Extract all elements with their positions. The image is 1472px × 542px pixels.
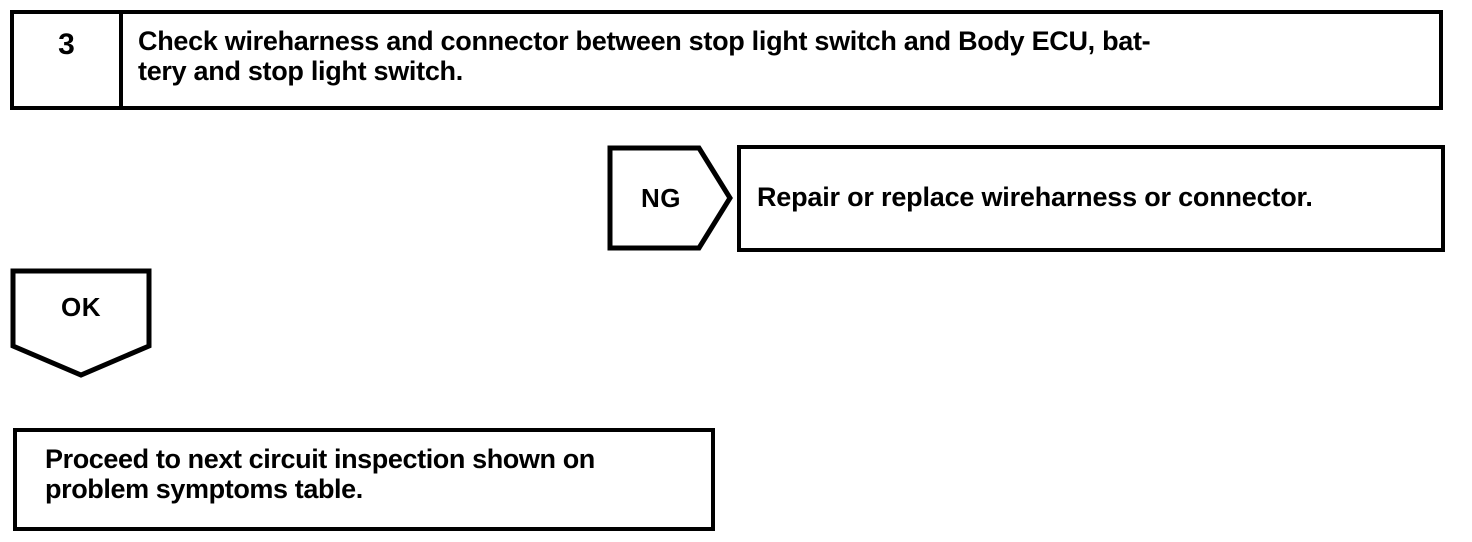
ng-branch-tag: NG	[607, 145, 733, 251]
ok-branch-tag: OK	[10, 268, 152, 378]
final-result-line-2: problem symptoms table.	[45, 474, 363, 505]
step-row: 3 Check wireharness and connector betwee…	[10, 10, 1443, 110]
ok-tag-label: OK	[61, 291, 101, 322]
step-instruction-text: Check wireharness and connector between …	[138, 26, 1426, 86]
ng-result-box: Repair or replace wireharness or connect…	[737, 145, 1445, 252]
step-number-cell: 3	[14, 14, 123, 106]
pentagon-down-icon	[10, 268, 152, 378]
final-result-line-1: Proceed to next circuit inspection shown…	[45, 444, 595, 474]
final-result-box: Proceed to next circuit inspection shown…	[13, 428, 715, 531]
pentagon-right-icon	[607, 145, 733, 251]
step-instruction-line-1: Check wireharness and connector between …	[138, 26, 1151, 56]
ng-tag-label: NG	[641, 182, 681, 213]
step-number: 3	[58, 28, 75, 61]
final-result-text: Proceed to next circuit inspection shown…	[45, 444, 685, 504]
ng-result-text: Repair or replace wireharness or connect…	[757, 182, 1313, 212]
step-instruction-line-2: tery and stop light switch.	[138, 56, 463, 87]
